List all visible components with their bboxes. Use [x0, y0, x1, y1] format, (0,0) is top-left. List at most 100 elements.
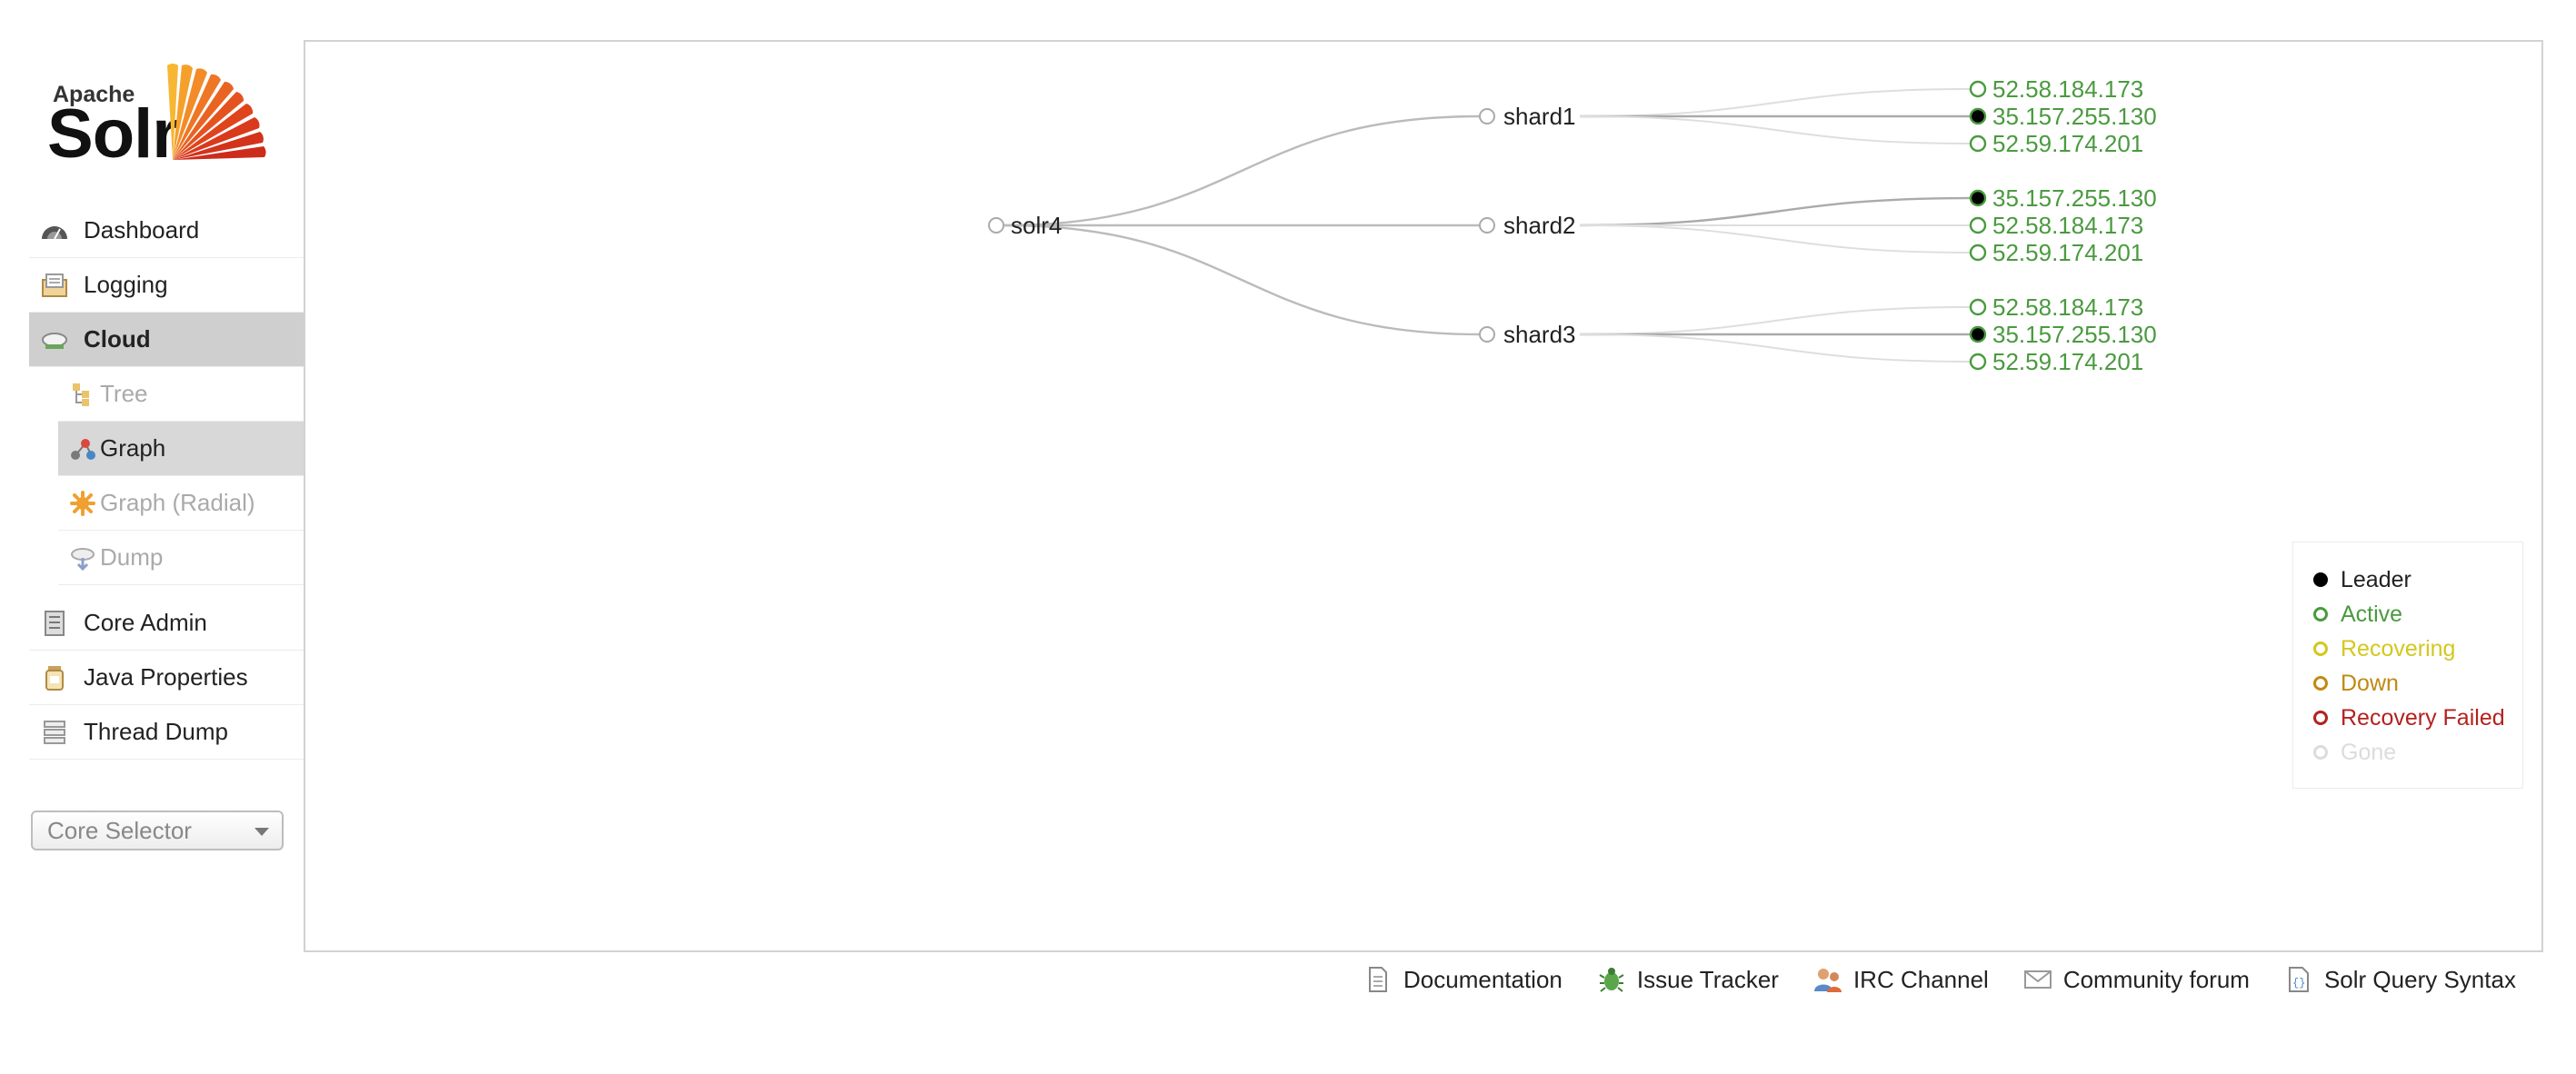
sidebar-item-label: Core Admin: [84, 609, 207, 636]
documentation-icon: [1363, 965, 1393, 994]
shard-replica-edge: [1579, 306, 1972, 335]
legend-item-down: Down: [2293, 666, 2522, 701]
replica-leader-node[interactable]: [1969, 325, 1987, 343]
replica-host-label: 52.59.174.201: [1992, 239, 2143, 266]
sidebar-item-label: Tree: [100, 380, 148, 407]
graph-nodes: solr4shard152.58.184.17335.157.255.13052…: [988, 75, 2157, 375]
shard-replica-edge: [1579, 333, 1972, 363]
cloud-icon: [38, 325, 71, 354]
sidebar-item-thread-dump[interactable]: Thread Dump: [29, 705, 305, 760]
logging-icon: [38, 271, 71, 300]
legend-dot-icon: [2313, 641, 2328, 656]
collection-shard-edge: [1003, 224, 1481, 336]
replica-leader-node[interactable]: [1969, 189, 1987, 207]
sidebar-item-label: Dashboard: [84, 216, 200, 244]
shard-replica-edge: [1579, 115, 1972, 144]
shard-node-label: shard2: [1503, 212, 1576, 239]
footer-link-community-forum[interactable]: Community forum: [2023, 965, 2250, 994]
sidebar-item-core-admin[interactable]: Core Admin: [29, 596, 305, 651]
legend-dot-icon: [2313, 607, 2328, 622]
shard-node[interactable]: [1479, 108, 1495, 124]
sidebar-item-label: Thread Dump: [84, 718, 228, 745]
legend-label: Active: [2341, 601, 2403, 627]
java-properties-icon: [38, 663, 71, 692]
sidebar-item-logging[interactable]: Logging: [29, 258, 305, 313]
sidebar-item-label: Java Properties: [84, 663, 248, 691]
replica-host-label: 35.157.255.130: [1992, 321, 2157, 348]
shard-node-label: shard3: [1503, 321, 1576, 348]
legend-label: Down: [2341, 670, 2399, 696]
collection-node-label: solr4: [1011, 212, 1062, 239]
legend-item-active: Active: [2293, 597, 2522, 631]
legend-item-gone: Gone: [2293, 735, 2522, 770]
footer-link-label: Documentation: [1403, 965, 1563, 993]
core-selector-text: Core Selector: [47, 816, 192, 844]
replica-host-label: 35.157.255.130: [1992, 184, 2157, 212]
legend-item-leader: Leader: [2293, 562, 2522, 597]
replica-node[interactable]: [1969, 134, 1987, 153]
nav-spacer: [29, 585, 305, 596]
collection-node[interactable]: [988, 217, 1004, 234]
legend-dot-icon: [2313, 572, 2328, 587]
footer-link-label: Solr Query Syntax: [2323, 965, 2516, 993]
legend-label: Gone: [2341, 739, 2397, 765]
solr-logo[interactable]: Apache Solr: [47, 53, 275, 171]
replica-node[interactable]: [1969, 353, 1987, 371]
collection-shard-edge: [1003, 114, 1481, 227]
sidebar: Apache Solr Dashboard: [0, 0, 305, 1074]
legend-dot-icon: [2313, 745, 2328, 760]
shard-node[interactable]: [1479, 326, 1495, 343]
replica-host-label: 52.58.184.173: [1992, 212, 2143, 239]
footer: Documentation Issue Tracker IRC Channel …: [1363, 961, 2551, 998]
sidebar-item-graph-radial[interactable]: Graph (Radial): [58, 476, 305, 531]
sidebar-item-tree[interactable]: Tree: [58, 367, 305, 422]
irc-channel-icon: [1813, 965, 1842, 994]
footer-link-documentation[interactable]: Documentation: [1363, 965, 1563, 994]
shard-replica-edge: [1579, 88, 1972, 117]
replica-node[interactable]: [1969, 216, 1987, 234]
footer-link-issue-tracker[interactable]: Issue Tracker: [1597, 965, 1779, 994]
cloud-subnav: Tree Graph Graph (Radial) Dump: [58, 367, 305, 585]
sidebar-item-label: Logging: [84, 271, 168, 298]
legend-item-recovering: Recovering: [2293, 631, 2522, 666]
tree-icon: [69, 380, 96, 409]
logo-solr-text: Solr: [47, 95, 179, 173]
sidebar-item-graph[interactable]: Graph: [58, 422, 305, 476]
sidebar-item-dump[interactable]: Dump: [58, 531, 305, 585]
dump-icon: [69, 543, 96, 572]
replica-node[interactable]: [1969, 298, 1987, 316]
replica-host-label: 52.58.184.173: [1992, 293, 2143, 321]
footer-link-solr-query-syntax[interactable]: {} Solr Query Syntax: [2284, 965, 2516, 994]
sidebar-item-java-properties[interactable]: Java Properties: [29, 651, 305, 705]
replica-node[interactable]: [1969, 244, 1987, 262]
svg-text:{}: {}: [2292, 977, 2305, 989]
radial-graph-icon: [69, 489, 96, 518]
legend-label: Recovery Failed: [2341, 704, 2505, 731]
legend-label: Leader: [2341, 566, 2411, 592]
sidebar-item-label: Graph: [100, 434, 166, 462]
legend-dot-icon: [2313, 711, 2328, 725]
sidebar-item-label: Graph (Radial): [100, 489, 255, 516]
footer-link-irc-channel[interactable]: IRC Channel: [1813, 965, 1989, 994]
replica-node[interactable]: [1969, 80, 1987, 98]
replica-host-label: 35.157.255.130: [1992, 103, 2157, 130]
replica-host-label: 52.58.184.173: [1992, 75, 2143, 103]
legend-label: Recovering: [2341, 635, 2456, 661]
legend-item-recovery-failed: Recovery Failed: [2293, 701, 2522, 735]
replica-leader-node[interactable]: [1969, 107, 1987, 125]
community-forum-icon: [2023, 965, 2052, 994]
core-selector[interactable]: Core Selector: [31, 810, 284, 850]
shard-node-label: shard1: [1503, 103, 1576, 130]
graph-edges: [1003, 88, 1972, 363]
shard-node[interactable]: [1479, 217, 1495, 234]
cloud-graph: solr4shard152.58.184.17335.157.255.13052…: [988, 75, 2157, 375]
replica-host-label: 52.59.174.201: [1992, 130, 2143, 157]
shard-replica-edge: [1579, 196, 1972, 227]
footer-link-label: Issue Tracker: [1636, 965, 1779, 993]
solr-sunburst-icon: [167, 63, 266, 160]
sidebar-item-label: Cloud: [84, 325, 151, 353]
sidebar-item-cloud[interactable]: Cloud: [29, 313, 305, 367]
sidebar-item-dashboard[interactable]: Dashboard: [29, 204, 305, 258]
